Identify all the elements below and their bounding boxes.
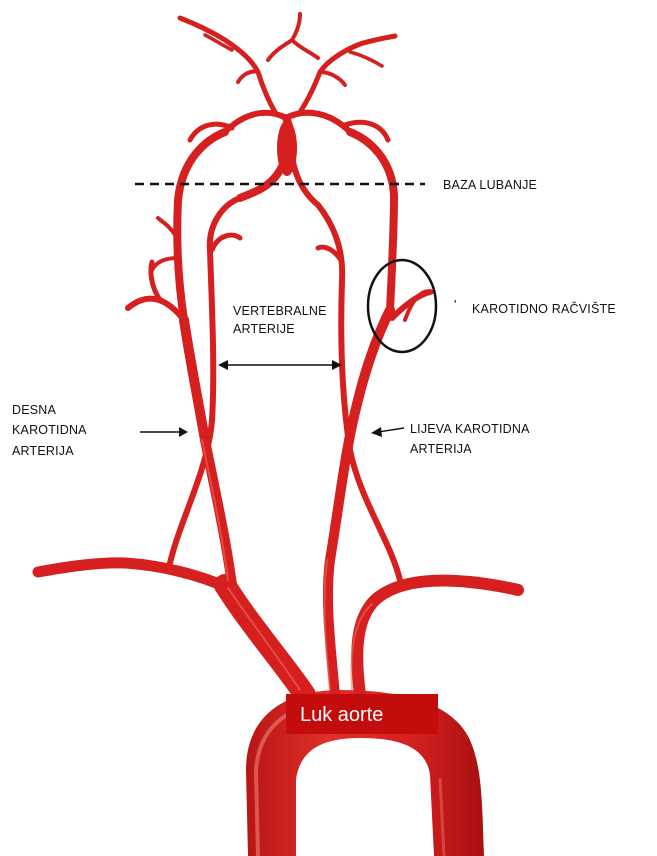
right-carotid-label-line2: KAROTIDNA (12, 423, 87, 437)
right-carotid-label-line3: ARTERIJA (12, 444, 74, 458)
aortic-arch-label: Luk aorte (300, 704, 383, 726)
right-carotid-arrow (140, 427, 188, 437)
skull-base-label: BAZA LUBANJE (443, 178, 537, 192)
left-subclavian-artery (357, 581, 518, 695)
right-subclavian-artery (38, 563, 228, 588)
left-carotid-arrow (371, 427, 404, 437)
bifurcation-tick: ' (454, 298, 457, 312)
carotid-bifurcation-label: KAROTIDNO RAČVIŠTE (472, 301, 616, 316)
right-external-carotid (128, 299, 184, 320)
arterial-tree (38, 14, 518, 695)
left-carotid-label-line1: LIJEVA KAROTIDNA (410, 422, 530, 436)
right-carotid-label-line1: DESNA (12, 403, 57, 417)
right-internal-carotid (177, 132, 225, 320)
vertebral-arteries-label-line2: ARTERIJE (233, 322, 295, 336)
vertebral-width-arrow (218, 360, 342, 370)
vertebral-arteries-label-line1: VERTEBRALNE (233, 304, 327, 318)
left-carotid-label-line2: ARTERIJA (410, 442, 472, 456)
